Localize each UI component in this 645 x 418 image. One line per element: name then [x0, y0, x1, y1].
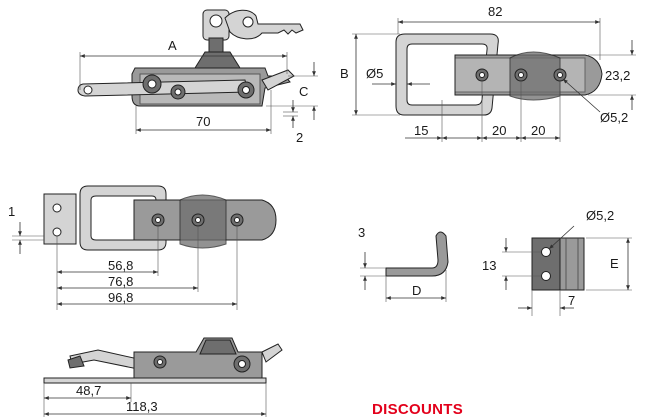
dim-d5-2-label: Ø5,2	[600, 110, 628, 125]
dim-76-8-label: 76,8	[108, 274, 133, 289]
dim-7-label: 7	[568, 293, 575, 308]
dim-3-label: 3	[358, 225, 365, 240]
dim-B-label: B	[340, 66, 349, 81]
dim-23-2-label: 23,2	[605, 68, 630, 83]
dim-D-label: D	[412, 283, 421, 298]
discounts-heading: DISCOUNTS	[372, 401, 464, 418]
dim-20a-label: 20	[492, 123, 506, 138]
dim-15-label: 15	[414, 123, 428, 138]
hook-plate-view: Ø5,2 13 E 7	[482, 208, 632, 316]
dim-A-label: A	[168, 38, 177, 53]
dim-20b-label: 20	[531, 123, 545, 138]
dim-1-label: 1	[8, 204, 15, 219]
hook-profile-view: 3 D	[358, 225, 449, 302]
key-icon	[202, 9, 304, 53]
dim-82-label: 82	[488, 4, 502, 19]
dim-C-label: C	[299, 84, 308, 99]
plan-view: 82 B Ø5 23,2 Ø5,2 15 20 20	[340, 4, 636, 142]
dim-d5-label: Ø5	[366, 66, 383, 81]
dim-E-label: E	[610, 256, 619, 271]
open-side-view: 48,7 118,3	[43, 337, 283, 417]
dim-96-8-label: 96,8	[108, 290, 133, 305]
dim-70-label: 70	[196, 114, 210, 129]
plan-view-closed: 1 56,8 76,8 96,8	[8, 185, 277, 310]
dim-48-7-label: 48,7	[76, 383, 101, 398]
plate-d5-2-label: Ø5,2	[586, 208, 614, 223]
dim-118-3-label: 118,3	[126, 399, 158, 414]
dim-2-label: 2	[296, 130, 303, 145]
dim-13-label: 13	[482, 258, 496, 273]
dim-56-8-label: 56,8	[108, 258, 133, 273]
side-view-with-key: A 70 C 2	[77, 9, 318, 145]
